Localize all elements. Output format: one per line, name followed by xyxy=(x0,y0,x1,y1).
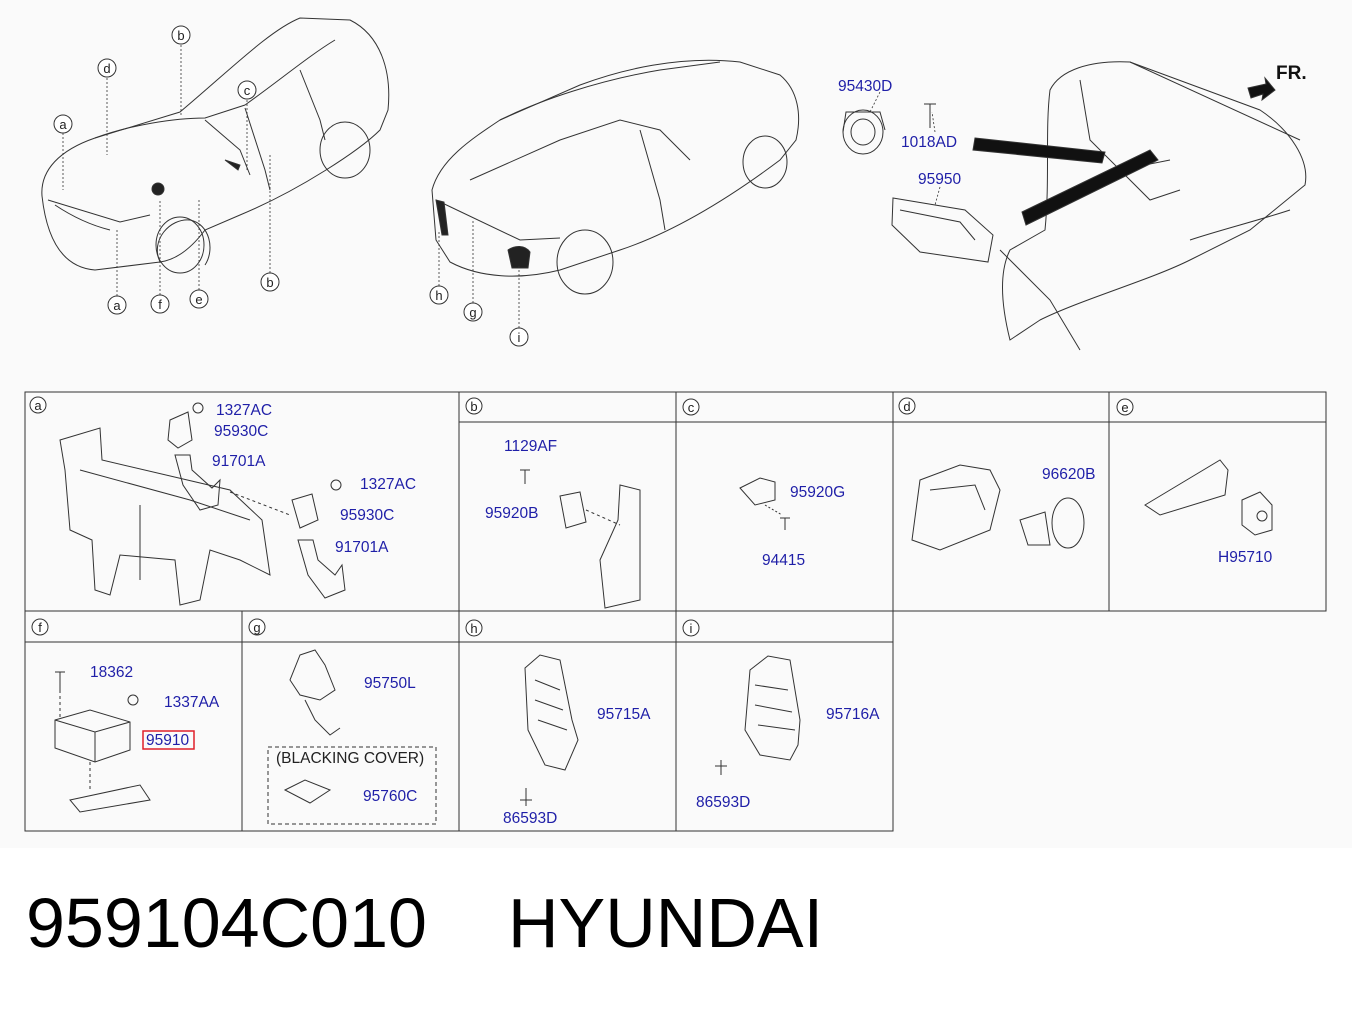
panel-b-illustration xyxy=(520,469,641,609)
cockpit-parts xyxy=(842,103,994,263)
svg-text:96620B: 96620B xyxy=(1042,466,1095,483)
svg-text:1337AA: 1337AA xyxy=(164,694,220,711)
svg-text:91701A: 91701A xyxy=(335,539,389,556)
callout-e: e xyxy=(189,289,209,309)
svg-text:94415: 94415 xyxy=(762,552,805,569)
callout-b-bottom: b xyxy=(260,272,280,292)
callout-h: h xyxy=(429,285,449,305)
panel-letter-h: h xyxy=(465,619,483,637)
panel-letter-g: g xyxy=(248,618,266,636)
svg-text:95750L: 95750L xyxy=(364,675,416,692)
svg-text:95930C: 95930C xyxy=(340,507,394,524)
svg-text:95920G: 95920G xyxy=(790,484,845,501)
svg-text:H95710: H95710 xyxy=(1218,549,1273,566)
panel-a-illustration xyxy=(59,402,346,606)
part-label-95950: 95950 xyxy=(918,171,961,188)
panel-letter-b: b xyxy=(465,397,483,415)
panel-b-labels: 1129AF 95920B xyxy=(485,438,557,522)
panel-f-illustration xyxy=(54,671,151,813)
panel-h-illustration xyxy=(520,654,579,806)
panel-letter-d: d xyxy=(898,397,916,415)
callout-i: i xyxy=(509,327,529,347)
panel-c-labels: 95920G 94415 xyxy=(762,484,845,569)
svg-text:g: g xyxy=(253,620,260,635)
svg-text:i: i xyxy=(690,621,693,636)
cockpit-illustration xyxy=(972,61,1307,351)
callout-d: d xyxy=(97,58,117,78)
panel-d-labels: 96620B xyxy=(1042,466,1095,483)
svg-text:b: b xyxy=(177,28,184,43)
panel-h-labels: 95715A 86593D xyxy=(503,706,651,827)
svg-text:1327AC: 1327AC xyxy=(216,402,272,419)
parts-diagram: b d c a a f e b h g i 95430D 1018AD 9595… xyxy=(24,17,1327,832)
callout-f: f xyxy=(150,294,170,314)
svg-text:h: h xyxy=(470,621,477,636)
svg-text:95760C: 95760C xyxy=(363,788,417,805)
svg-text:h: h xyxy=(435,288,442,303)
svg-text:95716A: 95716A xyxy=(826,706,880,723)
svg-text:d: d xyxy=(103,61,110,76)
panel-letter-i: i xyxy=(682,619,700,637)
panel-g-labels: 95750L (BLACKING COVER) 95760C xyxy=(276,675,424,805)
panel-letter-f: f xyxy=(31,618,49,636)
svg-text:b: b xyxy=(470,399,477,414)
svg-text:c: c xyxy=(244,83,251,98)
detail-grid xyxy=(24,391,1327,832)
panel-g-illustration xyxy=(267,649,437,825)
panel-e-illustration xyxy=(1144,459,1273,536)
svg-text:d: d xyxy=(903,399,910,414)
car-rear-view xyxy=(431,59,800,295)
svg-text:91701A: 91701A xyxy=(212,453,266,470)
panel-letter-a: a xyxy=(29,396,47,414)
front-direction-label: FR. xyxy=(1276,63,1307,84)
panel-f-labels: 18362 1337AA 95910 xyxy=(90,664,220,750)
panel-e-labels: H95710 xyxy=(1218,549,1273,566)
blacking-cover-label: (BLACKING COVER) xyxy=(276,750,424,767)
part-number: 959104C010 xyxy=(26,884,427,962)
panel-letter-e: e xyxy=(1116,398,1134,416)
svg-text:95930C: 95930C xyxy=(214,423,268,440)
highlight-box-95910 xyxy=(142,730,195,750)
svg-text:f: f xyxy=(158,297,162,312)
svg-text:1129AF: 1129AF xyxy=(504,438,557,455)
callout-a-bottom: a xyxy=(107,295,127,315)
svg-text:18362: 18362 xyxy=(90,664,133,681)
svg-text:c: c xyxy=(688,400,695,415)
panel-a-labels: 1327AC 95930C 91701A 1327AC 95930C 91701… xyxy=(212,402,416,556)
diagram-svg: b d c a a f e b h g i 95430D 1018AD 9595… xyxy=(24,17,1327,832)
panel-i-labels: 95716A 86593D xyxy=(696,706,880,811)
callout-a-top: a xyxy=(53,114,73,134)
svg-text:b: b xyxy=(266,275,273,290)
svg-text:a: a xyxy=(34,398,42,413)
callout-g: g xyxy=(463,302,483,322)
brand-name: HYUNDAI xyxy=(508,884,824,962)
part-label-95910-highlighted: 95910 xyxy=(146,732,189,749)
svg-text:86593D: 86593D xyxy=(696,794,750,811)
part-label-95430D: 95430D xyxy=(838,78,892,95)
part-label-1018AD: 1018AD xyxy=(901,134,957,151)
callout-c: c xyxy=(237,80,257,100)
overview-callouts: b d c a a f e b h g i xyxy=(53,25,529,347)
svg-text:f: f xyxy=(38,620,42,635)
panel-letter-c: c xyxy=(682,398,700,416)
svg-text:e: e xyxy=(1121,400,1128,415)
svg-text:a: a xyxy=(113,298,121,313)
car-front-view xyxy=(41,17,390,274)
footer xyxy=(0,848,1352,1017)
svg-text:g: g xyxy=(469,305,476,320)
svg-text:95920B: 95920B xyxy=(485,505,538,522)
svg-text:86593D: 86593D xyxy=(503,810,557,827)
panel-c-illustration xyxy=(739,477,790,530)
panel-letters: a b c d e f g h i xyxy=(29,396,1134,637)
svg-text:e: e xyxy=(195,292,202,307)
callout-b-top: b xyxy=(171,25,191,45)
panel-i-illustration xyxy=(715,655,801,775)
svg-text:95715A: 95715A xyxy=(597,706,651,723)
svg-text:1327AC: 1327AC xyxy=(360,476,416,493)
svg-text:i: i xyxy=(518,330,521,345)
panel-d-illustration xyxy=(911,464,1085,551)
svg-text:a: a xyxy=(59,117,67,132)
